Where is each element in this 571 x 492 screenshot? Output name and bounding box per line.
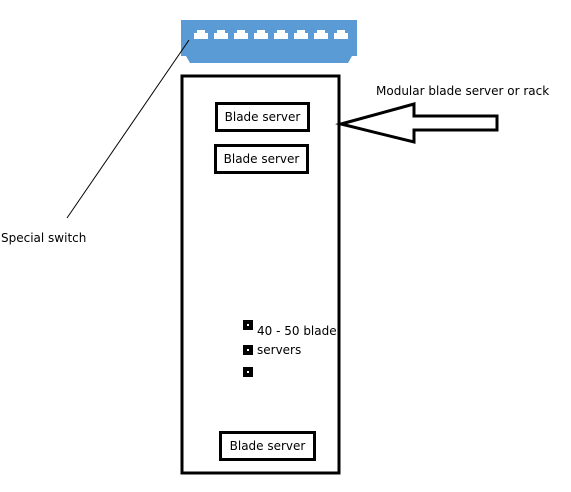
switch-port-icon bbox=[234, 30, 248, 39]
switch-port-icon bbox=[274, 30, 288, 39]
blade-count-label-line2: servers bbox=[257, 343, 302, 357]
blade-server-box: Blade server bbox=[219, 431, 316, 461]
switch-port-icon bbox=[254, 30, 268, 39]
server-marker-icon bbox=[243, 345, 253, 355]
special-switch-label: Special switch bbox=[1, 231, 87, 245]
modular-rack-label: Modular blade server or rack bbox=[376, 84, 550, 98]
rack-outline bbox=[180, 74, 341, 475]
switch-port-icon bbox=[294, 30, 308, 39]
blade-count-label-line1: 40 - 50 blade bbox=[257, 324, 337, 338]
switch-port-icon bbox=[214, 30, 228, 39]
server-marker-icon bbox=[243, 320, 253, 330]
switch-port-icon bbox=[314, 30, 328, 39]
blade-server-box: Blade server bbox=[214, 144, 309, 174]
arrow-icon bbox=[335, 102, 499, 144]
switch-leader-line bbox=[66, 39, 190, 219]
switch-port-icon bbox=[334, 30, 348, 39]
server-marker-icon bbox=[243, 367, 253, 377]
network-switch-icon bbox=[181, 20, 357, 63]
switch-port-icon bbox=[194, 30, 208, 39]
blade-server-box: Blade server bbox=[215, 102, 310, 132]
